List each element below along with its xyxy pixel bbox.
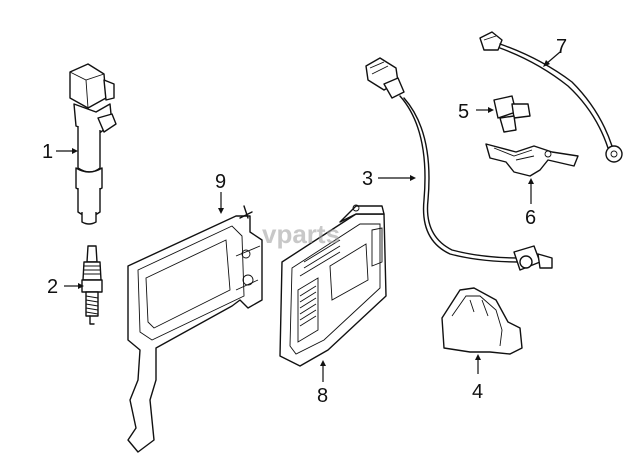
callout-6: 6 [525,207,536,229]
knock-sensor[interactable] [479,31,623,163]
camshaft-position-sensor[interactable] [493,95,531,133]
watermark-logo: vparts [262,219,340,249]
crankshaft-position-sensor[interactable] [365,57,553,271]
callout-1: 1 [42,141,53,163]
callout-9: 9 [215,171,226,193]
ecu-bracket[interactable] [127,205,263,453]
engine-control-module[interactable] [279,204,387,367]
sensor-bracket[interactable] [485,143,579,177]
callout-3: 3 [362,168,373,190]
callout-8: 8 [317,385,328,407]
callout-7: 7 [556,36,567,58]
callout-7-leader [545,51,561,65]
sensor-cover[interactable] [441,287,523,355]
ignition-coil[interactable] [69,63,117,225]
spark-plug[interactable] [81,245,103,325]
callout-4: 4 [472,381,483,403]
callout-2: 2 [47,276,58,298]
callout-5: 5 [458,101,469,123]
